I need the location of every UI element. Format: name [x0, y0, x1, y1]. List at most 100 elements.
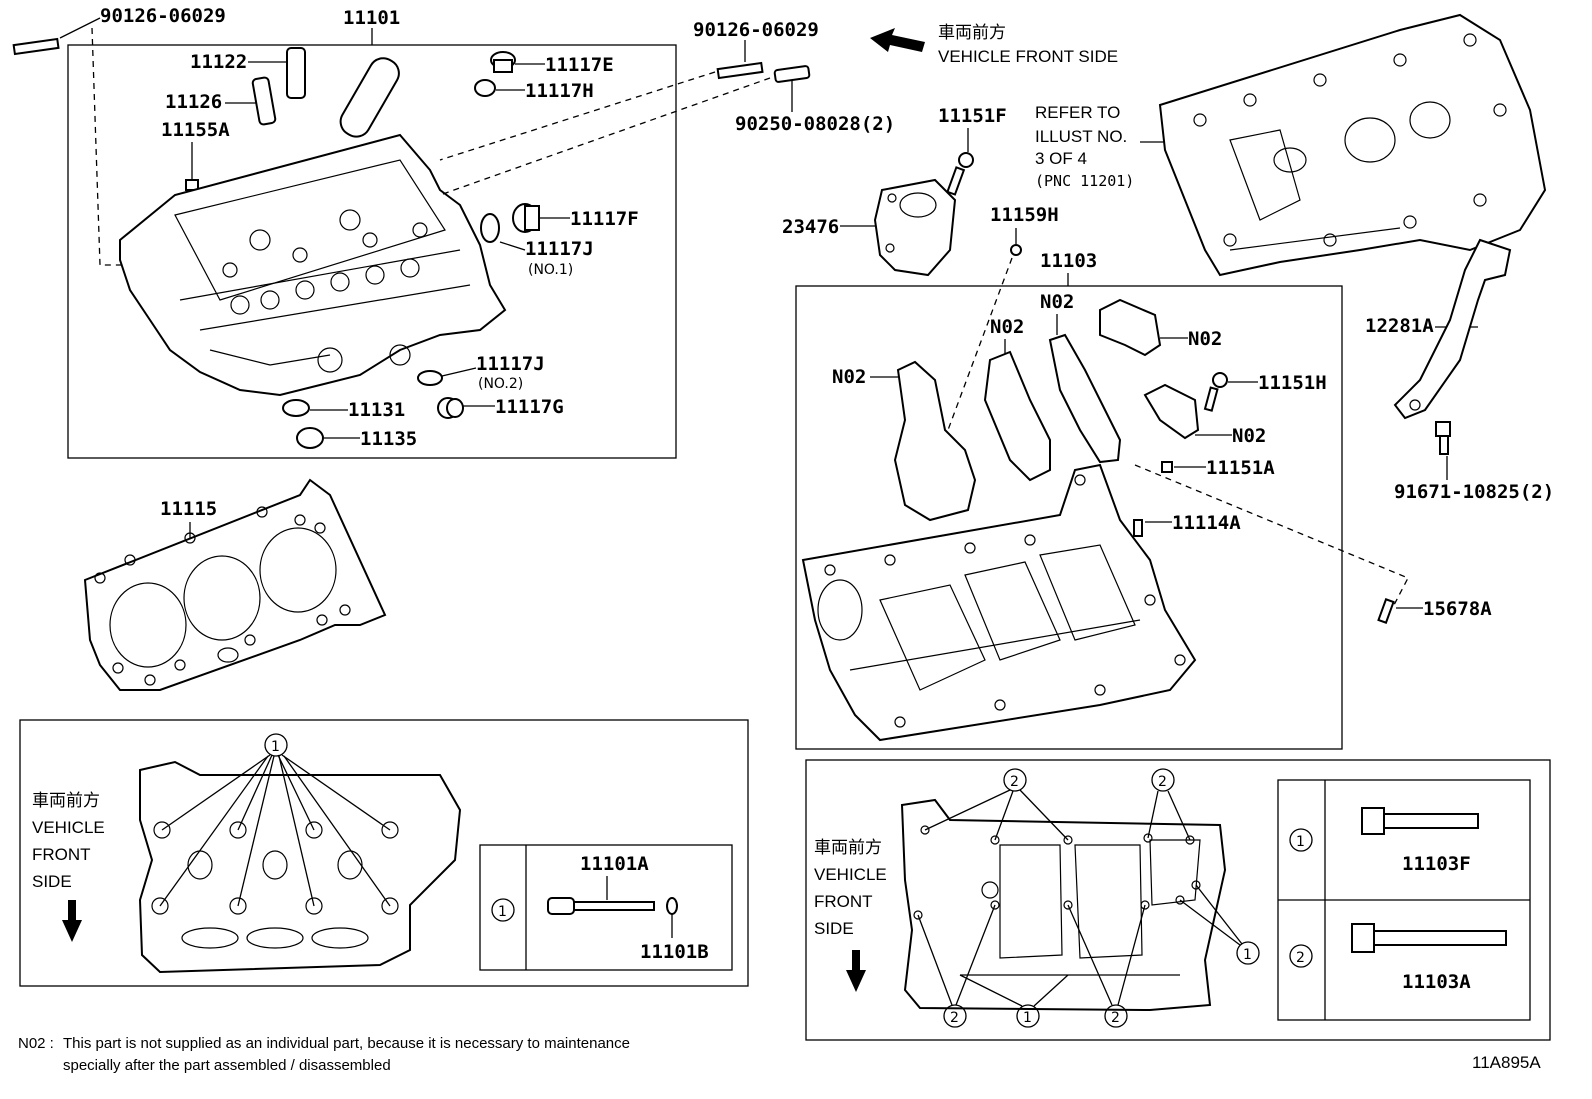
label-n02-d: N02	[1188, 328, 1222, 350]
bolt-11151F-icon	[946, 152, 974, 196]
label-11101B: 11101B	[640, 941, 709, 963]
cam-housing-drawing	[801, 463, 1197, 742]
refer-line-4: (PNC 11201)	[1035, 172, 1134, 190]
front-right-jp: 車両前方	[814, 838, 882, 857]
label-91671-10825: 91671-10825(2)	[1394, 481, 1554, 503]
label-11114A: 11114A	[1172, 512, 1241, 534]
head-top-view-drawing	[138, 760, 462, 974]
front-left-l1: VEHICLE	[32, 818, 105, 837]
label-90126-06029-center: 90126-06029	[693, 19, 819, 41]
label-11117F: 11117F	[570, 208, 639, 230]
svg-text:2: 2	[1158, 774, 1167, 790]
callout-1-left: 1	[159, 733, 391, 907]
label-11126: 11126	[165, 91, 222, 113]
gasket-ring-no2-icon	[417, 370, 443, 386]
refer-line-1: REFER TO	[1035, 103, 1120, 122]
label-11135: 11135	[360, 428, 417, 450]
label-11117E: 11117E	[545, 54, 614, 76]
refer-line-3: 3 OF 4	[1035, 149, 1087, 168]
plug-icon	[490, 51, 516, 73]
label-11159H: 11159H	[990, 204, 1059, 226]
label-no1: (NO.1)	[528, 262, 573, 278]
callout-2-bottom-right: 2	[1067, 904, 1146, 1028]
guide-bushing-icon	[286, 47, 306, 99]
label-11117J-no2: 11117J	[476, 353, 545, 375]
table-callout-1-right	[1289, 828, 1313, 852]
label-11117J-no1: 11117J	[525, 238, 594, 260]
label-11122: 11122	[190, 51, 247, 73]
plug-seal-icon	[296, 427, 324, 449]
seal-ring-icon	[282, 399, 310, 417]
callout-2-bottom-left: 2	[917, 904, 996, 1028]
callout-1-right: 1	[1179, 884, 1260, 965]
pin-11151A-icon	[1161, 461, 1173, 473]
front-right-l1: VEHICLE	[814, 865, 887, 884]
label-11151F: 11151F	[938, 105, 1007, 127]
label-n02-c: N02	[990, 316, 1024, 338]
cam-housing-frame	[795, 285, 1343, 750]
water-outlet-drawing	[873, 178, 957, 277]
footnote-line-2: specially after the part assembled / dis…	[63, 1057, 391, 1074]
label-90126-06029-left: 90126-06029	[100, 5, 226, 27]
stud-bolt-center-icon	[716, 61, 811, 83]
footnote-prefix: N02 :	[18, 1035, 54, 1052]
front-down-arrow-right-icon	[846, 950, 866, 992]
svg-text:1: 1	[1296, 834, 1305, 850]
front-left-l3: SIDE	[32, 872, 72, 891]
plug-large-icon	[512, 203, 540, 233]
gasket-ring-icon	[474, 79, 496, 97]
label-n02-e: N02	[1232, 425, 1266, 447]
head-bolt-frame	[19, 719, 749, 987]
svg-text:2: 2	[1296, 950, 1305, 966]
label-11103A: 11103A	[1402, 971, 1471, 993]
table-callout-2-right	[1289, 944, 1313, 968]
guide-bushing-small-icon	[251, 76, 277, 126]
label-23476: 23476	[782, 216, 839, 238]
front-top-jp: 車両前方	[938, 23, 1006, 42]
callout-1-bottom: 1	[959, 974, 1069, 1028]
bolt-11151H-icon	[1203, 372, 1228, 412]
label-11117H: 11117H	[525, 80, 594, 102]
bolt-15678A-icon	[1377, 598, 1395, 624]
head-bolt-icon	[547, 897, 678, 915]
bolt-11101A-table	[479, 844, 733, 971]
svg-text:2: 2	[1010, 774, 1019, 790]
label-15678A: 15678A	[1423, 598, 1492, 620]
pin-11114A-icon	[1133, 519, 1143, 537]
label-11117G: 11117G	[495, 396, 564, 418]
table-callout-1: 1	[498, 904, 507, 920]
gasket-oval-icon	[480, 213, 500, 243]
bolt-11103A-icon	[1351, 923, 1507, 953]
engine-hanger-drawing	[1393, 238, 1512, 420]
label-90250-08028: 90250-08028(2)	[735, 113, 895, 135]
housing-top-view-drawing	[900, 798, 1227, 1012]
svg-text:2: 2	[1111, 1010, 1120, 1026]
cylinder-head-drawing	[119, 133, 507, 397]
label-11103F: 11103F	[1402, 853, 1471, 875]
bearing-cap-drawing	[893, 298, 1200, 522]
front-left-l2: FRONT	[32, 845, 91, 864]
refer-line-2: ILLUST NO.	[1035, 127, 1127, 146]
svg-text:1: 1	[271, 739, 280, 755]
label-no2: (NO.2)	[478, 376, 523, 392]
label-n02-b: N02	[1040, 291, 1074, 313]
label-11151H: 11151H	[1258, 372, 1327, 394]
label-12281A: 12281A	[1365, 315, 1434, 337]
front-down-arrow-icon	[62, 900, 82, 942]
label-11115: 11115	[160, 498, 217, 520]
front-left-jp: 車両前方	[32, 791, 100, 810]
valve-guide-icon	[339, 57, 400, 138]
svg-text:1: 1	[1023, 1010, 1032, 1026]
front-arrow-icon	[870, 28, 925, 52]
pin-11159H-icon	[1010, 244, 1022, 256]
stud-bolt-icon	[12, 37, 60, 56]
front-top-en: VEHICLE FRONT SIDE	[938, 47, 1118, 66]
label-11101A: 11101A	[580, 853, 649, 875]
label-11101: 11101	[343, 7, 400, 29]
bolt-11103F-icon	[1361, 807, 1479, 835]
bolt-91671-icon	[1435, 421, 1451, 455]
label-11103: 11103	[1040, 250, 1097, 272]
housing-bolt-frame	[805, 759, 1551, 1041]
illustration-id: 11A895A	[1472, 1053, 1541, 1072]
